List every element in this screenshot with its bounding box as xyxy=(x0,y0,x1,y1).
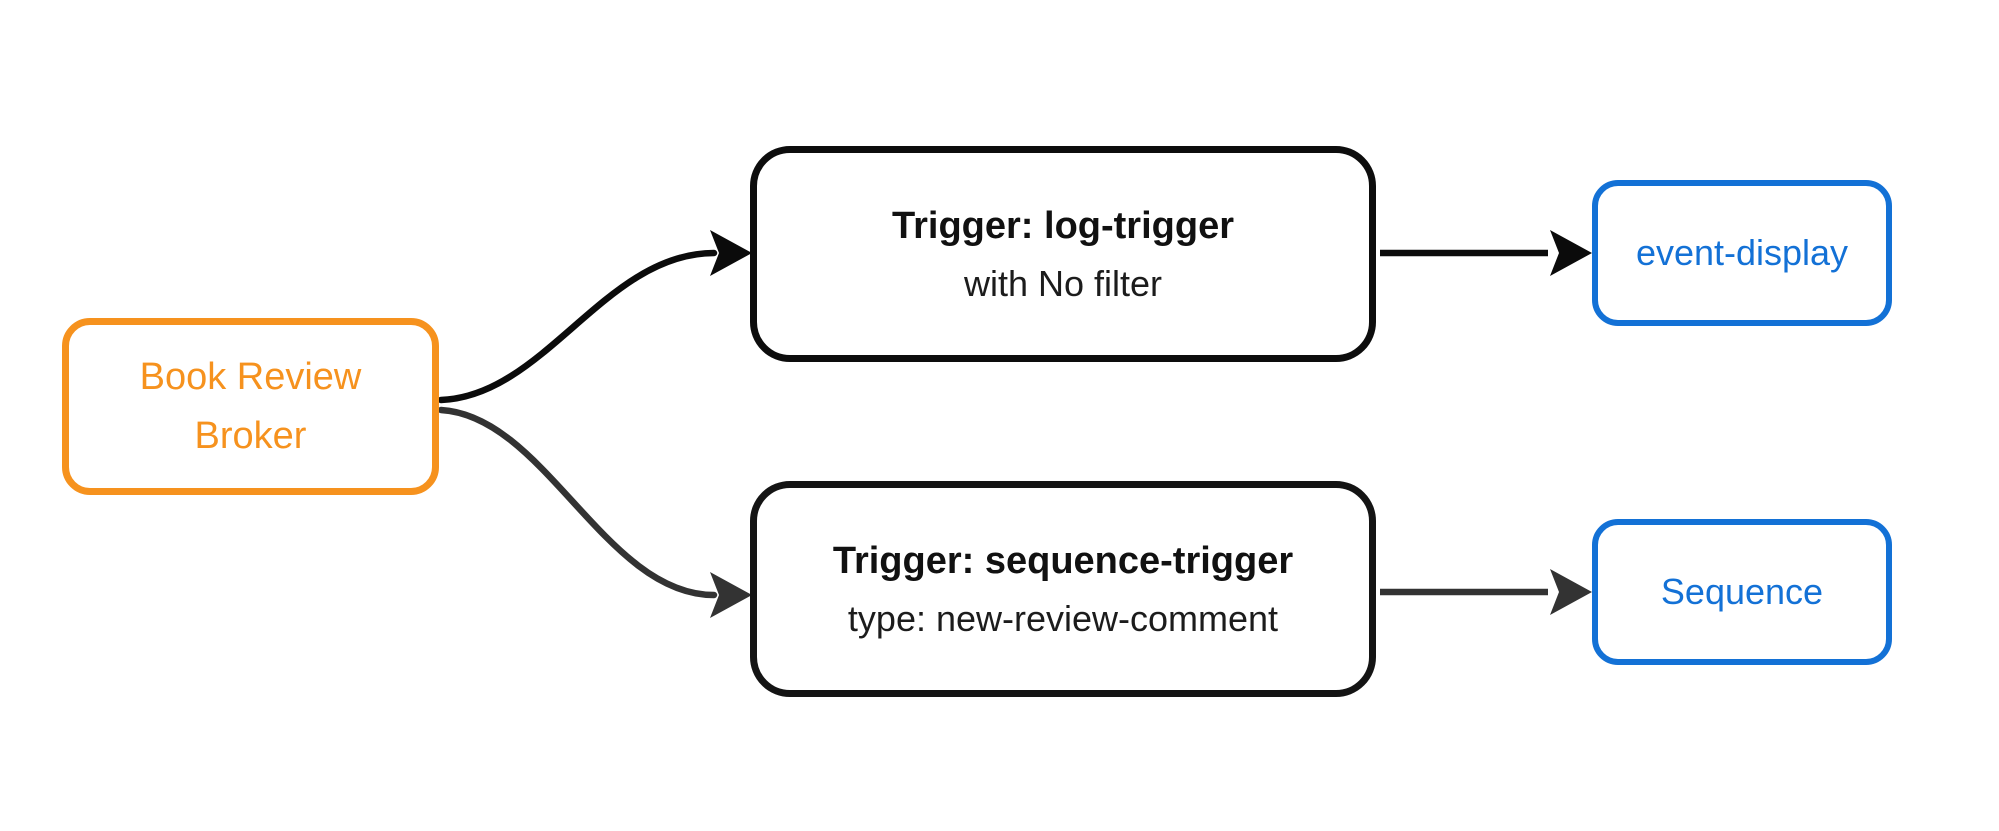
event-display-node: event-display xyxy=(1592,180,1892,326)
edge-log-trigger-to-event-display xyxy=(1380,230,1592,276)
sequence-trigger-title: Trigger: sequence-trigger xyxy=(832,539,1294,582)
edge-broker-to-log-trigger xyxy=(437,230,752,404)
edge-line xyxy=(437,406,718,599)
broker-node-label: Book Review Broker xyxy=(139,355,362,457)
arrowhead-icon xyxy=(1550,569,1592,615)
arrowhead-icon xyxy=(710,572,752,618)
arrowhead-icon xyxy=(1550,230,1592,276)
sequence-trigger-subtitle: type: new-review-comment xyxy=(847,597,1279,639)
sequence-node: Sequence xyxy=(1592,519,1892,665)
edge-line xyxy=(437,249,718,404)
log-trigger-subtitle: with No filter xyxy=(963,262,1163,304)
sequence-label: Sequence xyxy=(1660,571,1824,612)
edge-broker-to-sequence-trigger xyxy=(437,406,752,618)
log-trigger-title: Trigger: log-trigger xyxy=(892,204,1234,247)
event-display-label: event-display xyxy=(1635,232,1849,273)
broker-node: Book Review Broker xyxy=(62,318,439,495)
edge-sequence-trigger-to-sequence xyxy=(1380,569,1592,615)
log-trigger-node: Trigger: log-trigger with No filter xyxy=(750,146,1376,362)
arrowhead-icon xyxy=(710,230,752,276)
sequence-trigger-node: Trigger: sequence-trigger type: new-revi… xyxy=(750,481,1376,697)
